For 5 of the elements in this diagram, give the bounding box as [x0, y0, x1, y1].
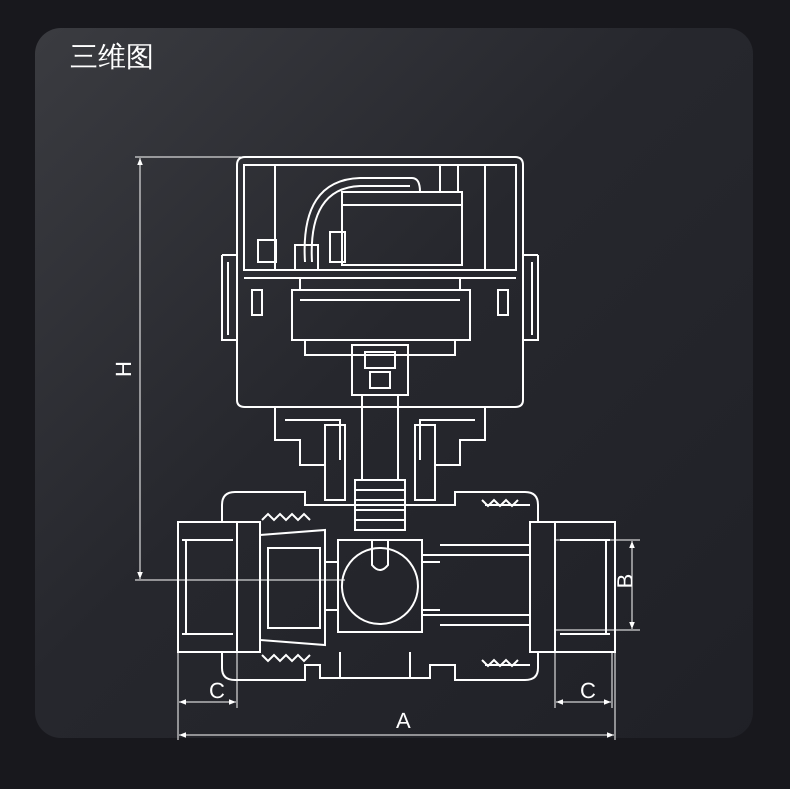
dimension-label: C [580, 680, 596, 702]
dimension-label: H [112, 361, 135, 377]
dimension-label: A [396, 710, 411, 732]
dimension-label: C [209, 680, 225, 702]
diagram-title: 三维图 [70, 40, 154, 74]
